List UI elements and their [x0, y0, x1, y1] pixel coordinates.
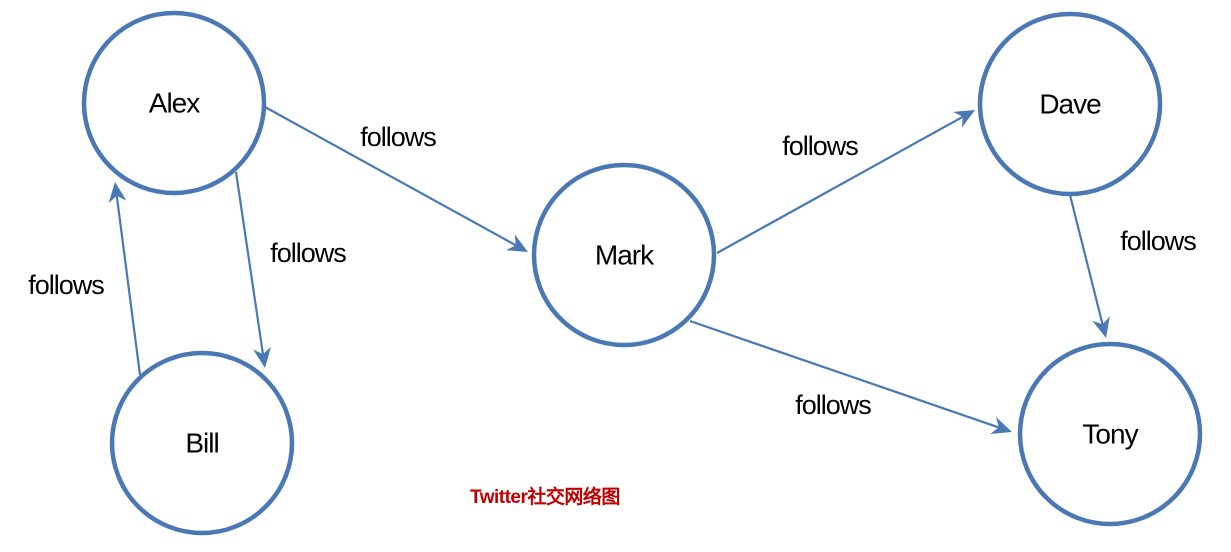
edge-line — [689, 319, 1000, 429]
edge-bill-follows-alex: follows — [28, 182, 142, 376]
node-label: Dave — [1039, 89, 1101, 120]
edge-line — [1068, 194, 1104, 325]
arrowhead-icon — [990, 416, 1012, 434]
node-label: Mark — [595, 240, 655, 271]
edge-label: follows — [1120, 226, 1196, 256]
node-label: Bill — [185, 428, 218, 459]
node-circle — [109, 350, 295, 536]
node-circle — [977, 11, 1163, 197]
edge-line — [234, 171, 265, 355]
arrowhead-icon — [953, 110, 975, 128]
edge-alex-follows-mark: follows — [264, 106, 528, 252]
edge-label: follows — [270, 238, 346, 268]
node-alex: Alex — [81, 10, 267, 196]
arrowhead-icon — [108, 182, 127, 203]
edge-label: follows — [360, 122, 436, 152]
node-bill: Bill — [109, 350, 295, 536]
node-circle — [81, 10, 267, 196]
edge-mark-follows-tony: follows — [689, 319, 1012, 434]
edge-dave-follows-tony: follows — [1068, 194, 1197, 338]
edge-alex-follows-bill: follows — [234, 171, 347, 368]
edge-label: follows — [28, 270, 104, 300]
node-dave: Dave — [977, 11, 1163, 197]
edge-line — [115, 195, 142, 376]
edge-label: follows — [795, 390, 871, 420]
edge-line — [264, 106, 517, 247]
arrowhead-icon — [1092, 316, 1110, 338]
node-tony: Tony — [1017, 341, 1203, 527]
arrowhead-icon — [253, 346, 271, 368]
node-circle — [1017, 341, 1203, 527]
edge-mark-follows-dave: follows — [716, 110, 975, 254]
edge-line — [716, 115, 964, 254]
node-label: Alex — [149, 88, 200, 119]
edge-label: follows — [782, 131, 858, 161]
arrowhead-icon — [506, 234, 528, 252]
node-circle — [531, 162, 717, 348]
node-mark: Mark — [531, 162, 717, 348]
diagram-caption: Twitter社交网络图 — [470, 487, 620, 508]
node-label: Tony — [1082, 419, 1138, 450]
